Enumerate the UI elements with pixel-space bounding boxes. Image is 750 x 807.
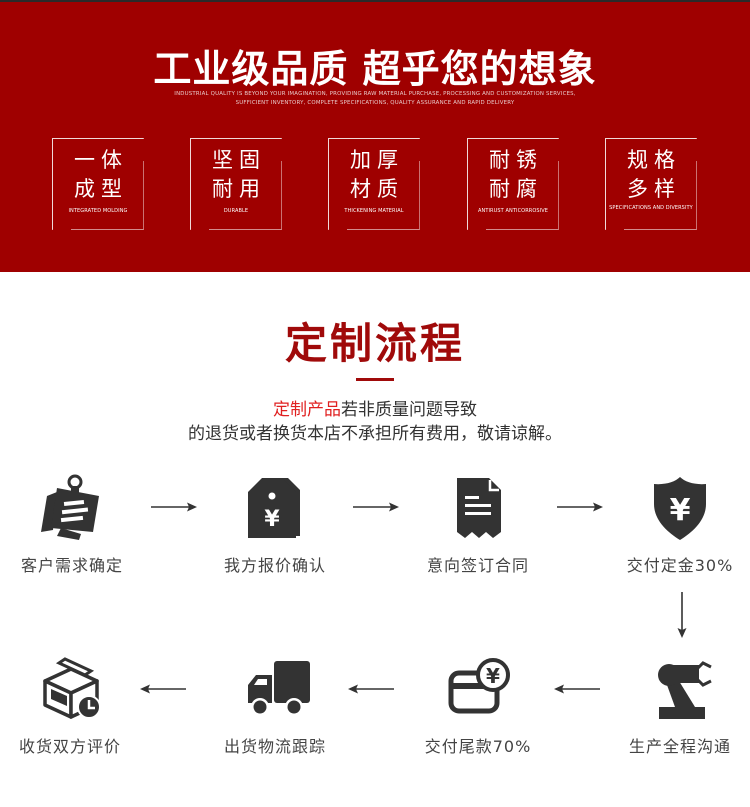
feature-en-text: THICKENING MATERIAL <box>344 208 404 214</box>
step-label: 客户需求确定 <box>20 556 123 575</box>
step-label: 出货物流跟踪 <box>223 737 326 756</box>
feature-frame <box>190 138 282 230</box>
feature-durable: 坚固耐用 DURABLE <box>190 138 282 230</box>
step-quote: ¥ 我方报价确认 <box>205 474 345 576</box>
quality-banner: 工业级品质 超乎您的想象 INDUSTRIAL QUALITY IS BEYON… <box>0 2 750 272</box>
step-receipt-review: 收货双方评价 <box>0 655 140 757</box>
pinned-note-icon <box>41 474 99 540</box>
svg-text:¥: ¥ <box>670 493 691 528</box>
arrow-right-icon <box>151 501 197 513</box>
process-title: 定制流程 <box>284 319 465 368</box>
banner-subtitle-line1: INDUSTRIAL QUALITY IS BEYOND YOUR IMAGIN… <box>174 91 576 97</box>
contract-document-icon <box>457 478 501 538</box>
feature-cn-text: 一体成型 <box>74 148 128 201</box>
feature-en-text: ANTIRUST ANTICORROSIVE <box>477 208 549 214</box>
feature-cn-text: 坚固耐用 <box>212 148 266 201</box>
banner-subtitle-line2: SUFFICIENT INVENTORY, COMPLETE SPECIFICA… <box>235 100 515 106</box>
step-label: 我方报价确认 <box>223 556 326 575</box>
arrow-left-icon <box>554 683 600 695</box>
feature-specifications: 规格多样 SPECIFICATIONS AND DIVERSITY <box>605 138 697 230</box>
arrow-right-icon <box>353 501 399 513</box>
price-tag-yen-icon: ¥ <box>248 478 300 538</box>
svg-text:¥: ¥ <box>486 664 500 688</box>
title-underline <box>356 378 394 381</box>
feature-frame <box>328 138 420 230</box>
robot-arm-icon <box>658 661 712 719</box>
svg-text:¥: ¥ <box>264 507 280 532</box>
banner-title: 工业级品质 超乎您的想象 <box>153 47 597 91</box>
step-deposit: ¥ 交付定金30% <box>610 474 750 576</box>
feature-en-text: INTEGRATED MOLDING <box>68 208 128 214</box>
step-requirement: 客户需求确定 <box>2 474 142 576</box>
step-label: 交付尾款70% <box>424 737 532 756</box>
feature-thickening-material: 加厚材质 THICKENING MATERIAL <box>328 138 420 230</box>
arrow-right-icon <box>557 501 603 513</box>
feature-cn-text: 耐锈耐腐 <box>489 148 543 201</box>
step-production: 生产全程沟通 <box>610 655 750 757</box>
custom-notice: 定制产品若非质量问题导致 的退货或者换货本店不承担所有费用，敬请谅解。 <box>0 398 750 446</box>
arrow-left-icon <box>140 683 186 695</box>
notice-highlight: 定制产品 <box>273 400 341 420</box>
step-label: 收货双方评价 <box>18 737 121 756</box>
step-label: 交付定金30% <box>626 556 734 575</box>
step-shipping: 出货物流跟踪 <box>205 655 345 757</box>
step-label: 生产全程沟通 <box>628 737 731 756</box>
arrow-down-icon <box>676 592 688 638</box>
notice-line1: 若非质量问题导致 <box>341 400 477 420</box>
feature-cn-text: 加厚材质 <box>350 148 404 201</box>
feature-frame <box>467 138 559 230</box>
feature-frame <box>605 138 697 230</box>
feature-en-text: SPECIFICATIONS AND DIVERSITY <box>609 205 693 211</box>
step-label: 意向签订合同 <box>426 556 529 575</box>
feature-integrated-molding: 一体成型 INTEGRATED MOLDING <box>52 138 144 230</box>
step-final-payment: ¥ 交付尾款70% <box>408 655 548 757</box>
truck-icon <box>248 661 310 716</box>
feature-cn-text: 规格多样 <box>627 148 681 201</box>
notice-line2: 的退货或者换货本店不承担所有费用，敬请谅解。 <box>188 424 562 444</box>
feature-antirust: 耐锈耐腐 ANTIRUST ANTICORROSIVE <box>467 138 559 230</box>
feature-en-text: DURABLE <box>223 208 249 214</box>
package-clock-icon <box>43 657 101 719</box>
step-contract: 意向签订合同 <box>408 474 548 576</box>
top-edge-line <box>0 0 750 2</box>
feature-frame <box>52 138 144 230</box>
shield-yen-icon: ¥ <box>654 477 706 540</box>
arrow-left-icon <box>348 683 394 695</box>
banner-subtitle: INDUSTRIAL QUALITY IS BEYOND YOUR IMAGIN… <box>0 90 750 108</box>
card-yen-icon: ¥ <box>448 658 510 714</box>
